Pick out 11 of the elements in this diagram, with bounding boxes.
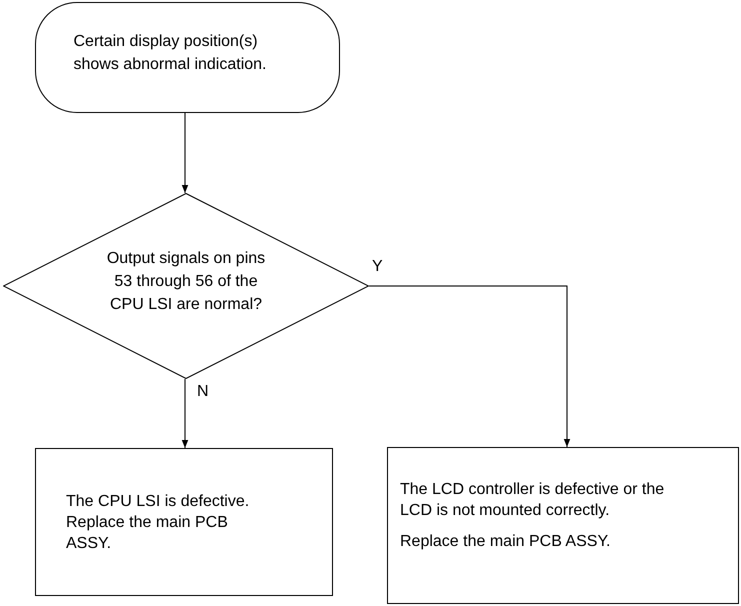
box-text: The CPU LSI is defective. Replace the main PCB ASSY. <box>66 492 250 554</box>
arrow <box>368 286 570 448</box>
box-text: Certain display position(s) shows abnormal indication. <box>74 32 268 74</box>
arrow <box>182 112 188 194</box>
arrow <box>182 378 188 448</box>
box-text: The LCD controller is defective or the LCD is not mounted correctly. <box>400 480 666 521</box>
box-text: Replace the main PCB ASSY. <box>400 532 612 552</box>
process-box <box>35 448 333 596</box>
decision-text: Output signals on pins 53 through 56 of the CPU LSI are normal? <box>106 248 266 314</box>
terminal-box <box>35 2 340 113</box>
process-box <box>387 447 739 604</box>
